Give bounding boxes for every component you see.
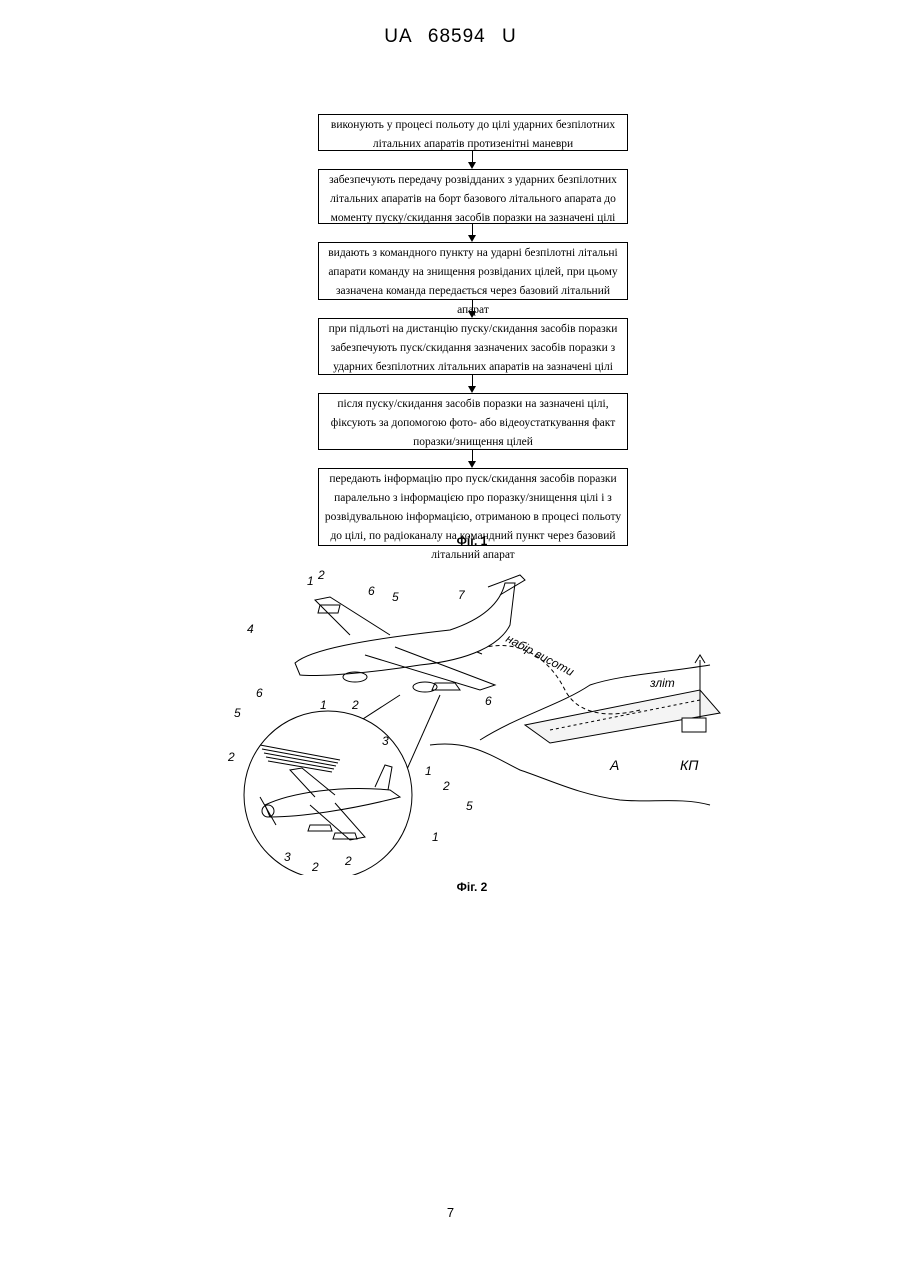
- label-5-top: 5: [392, 590, 399, 604]
- label-2-right: 2: [442, 779, 450, 793]
- descent-label: зліт: [649, 676, 675, 690]
- document-header: UA 68594 U: [0, 26, 901, 48]
- fig1-caption: Фіг. 1: [372, 534, 572, 548]
- label-6-mid: 6: [256, 686, 263, 700]
- label-2-circle-right: 2: [344, 854, 352, 868]
- command-post-label: КП: [680, 757, 699, 773]
- label-5-right: 5: [466, 799, 473, 813]
- flow-arrow: [318, 300, 628, 318]
- label-1-circle: 1: [432, 830, 439, 844]
- label-3-right: 3: [382, 734, 389, 748]
- label-6-top: 6: [368, 584, 375, 598]
- label-2-top: 2: [317, 568, 325, 582]
- flow-arrow: [318, 151, 628, 169]
- label-2-circle: 2: [227, 750, 235, 764]
- page-number: 7: [0, 1205, 901, 1220]
- flow-arrow: [318, 375, 628, 393]
- flow-step-1: виконують у процесі польоту до цілі удар…: [318, 114, 628, 151]
- climb-label: набір висоти: [504, 631, 577, 679]
- flow-step-2: забезпечують передачу розвідданих з удар…: [318, 169, 628, 224]
- label-3-circle: 3: [284, 850, 291, 864]
- label-2-mid: 2: [351, 698, 359, 712]
- label-2-circle-bottom: 2: [311, 860, 319, 874]
- label-5-mid: 5: [234, 706, 241, 720]
- fig2-drawing: 1 2 6 5 7 4 1 2 6 5 6 3 1 2 5 2 1 3 2 2 …: [220, 565, 730, 875]
- label-7: 7: [458, 588, 466, 602]
- label-1-top: 1: [307, 574, 314, 588]
- label-4: 4: [247, 622, 254, 636]
- flow-arrow: [318, 450, 628, 468]
- flowchart: виконують у процесі польоту до цілі удар…: [318, 114, 628, 546]
- label-1-mid: 1: [320, 698, 327, 712]
- label-1-right: 1: [425, 764, 432, 778]
- label-6-right: 6: [485, 694, 492, 708]
- fig2-caption: Фіг. 2: [372, 880, 572, 894]
- flow-step-5: після пуску/скидання засобів поразки на …: [318, 393, 628, 450]
- flow-step-3: видають з командного пункту на ударні бе…: [318, 242, 628, 300]
- point-a-label: А: [609, 757, 619, 773]
- flow-step-4: при підльоті на дистанцію пуску/скидання…: [318, 318, 628, 375]
- flow-arrow: [318, 224, 628, 242]
